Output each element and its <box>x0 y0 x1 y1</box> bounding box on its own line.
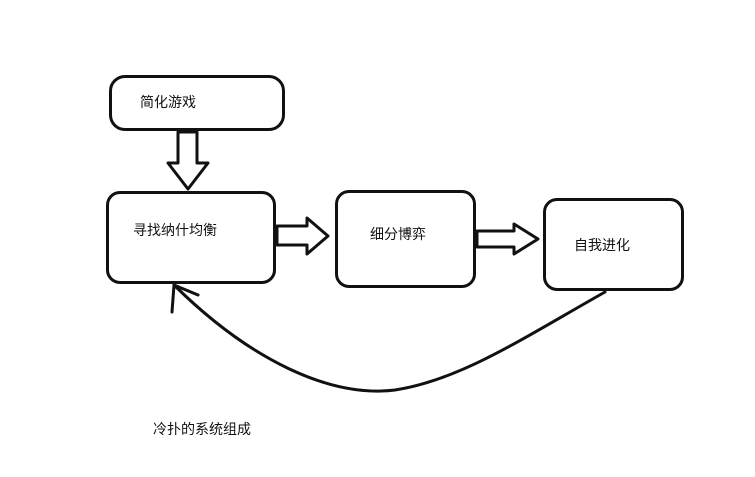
arrow-evolve-to-nash-feedback <box>172 283 607 393</box>
node-find-nash-equilibrium: 寻找纳什均衡 <box>106 191 276 284</box>
node-subgame: 细分博弈 <box>335 190 476 288</box>
arrow-subgame-to-evolve <box>475 222 540 256</box>
node-subgame-label: 细分博弈 <box>370 227 426 243</box>
node-simplify-game-label: 简化游戏 <box>140 95 196 111</box>
node-self-evolution: 自我进化 <box>543 198 684 291</box>
node-simplify-game: 简化游戏 <box>109 75 285 131</box>
node-self-evolution-label: 自我进化 <box>574 238 630 254</box>
feedback-arrowhead <box>170 283 200 314</box>
node-find-nash-equilibrium-label: 寻找纳什均衡 <box>133 223 217 239</box>
diagram-caption: 冷扑的系统组成 <box>153 422 251 438</box>
arrow-nash-to-subgame <box>275 216 330 256</box>
arrow-simplify-to-nash <box>166 130 210 191</box>
